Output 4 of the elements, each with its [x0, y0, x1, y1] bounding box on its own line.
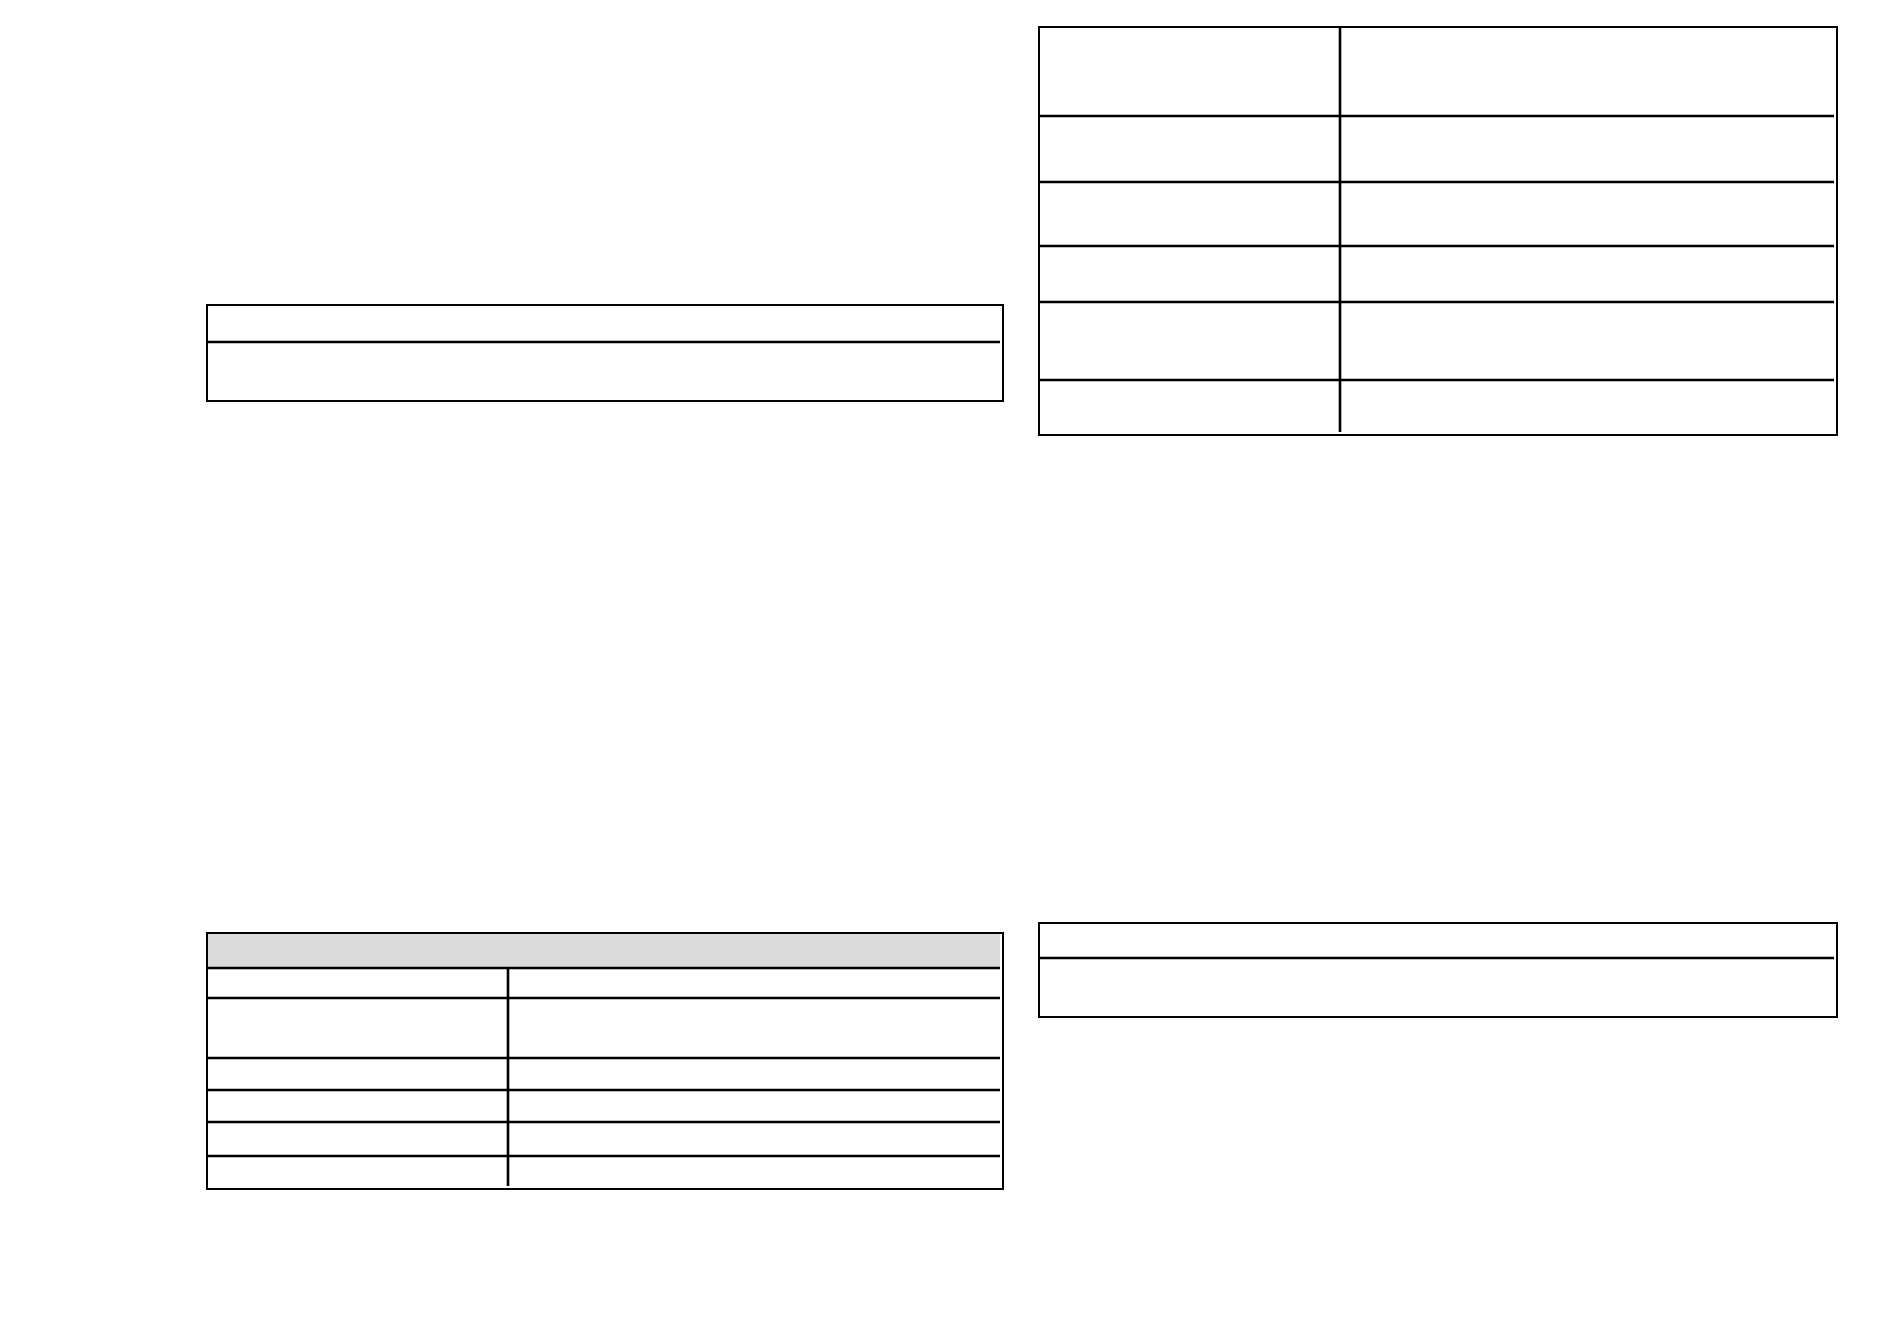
table [1038, 922, 1838, 1018]
table [206, 304, 1004, 402]
table [1038, 26, 1838, 436]
table [206, 932, 1004, 1190]
